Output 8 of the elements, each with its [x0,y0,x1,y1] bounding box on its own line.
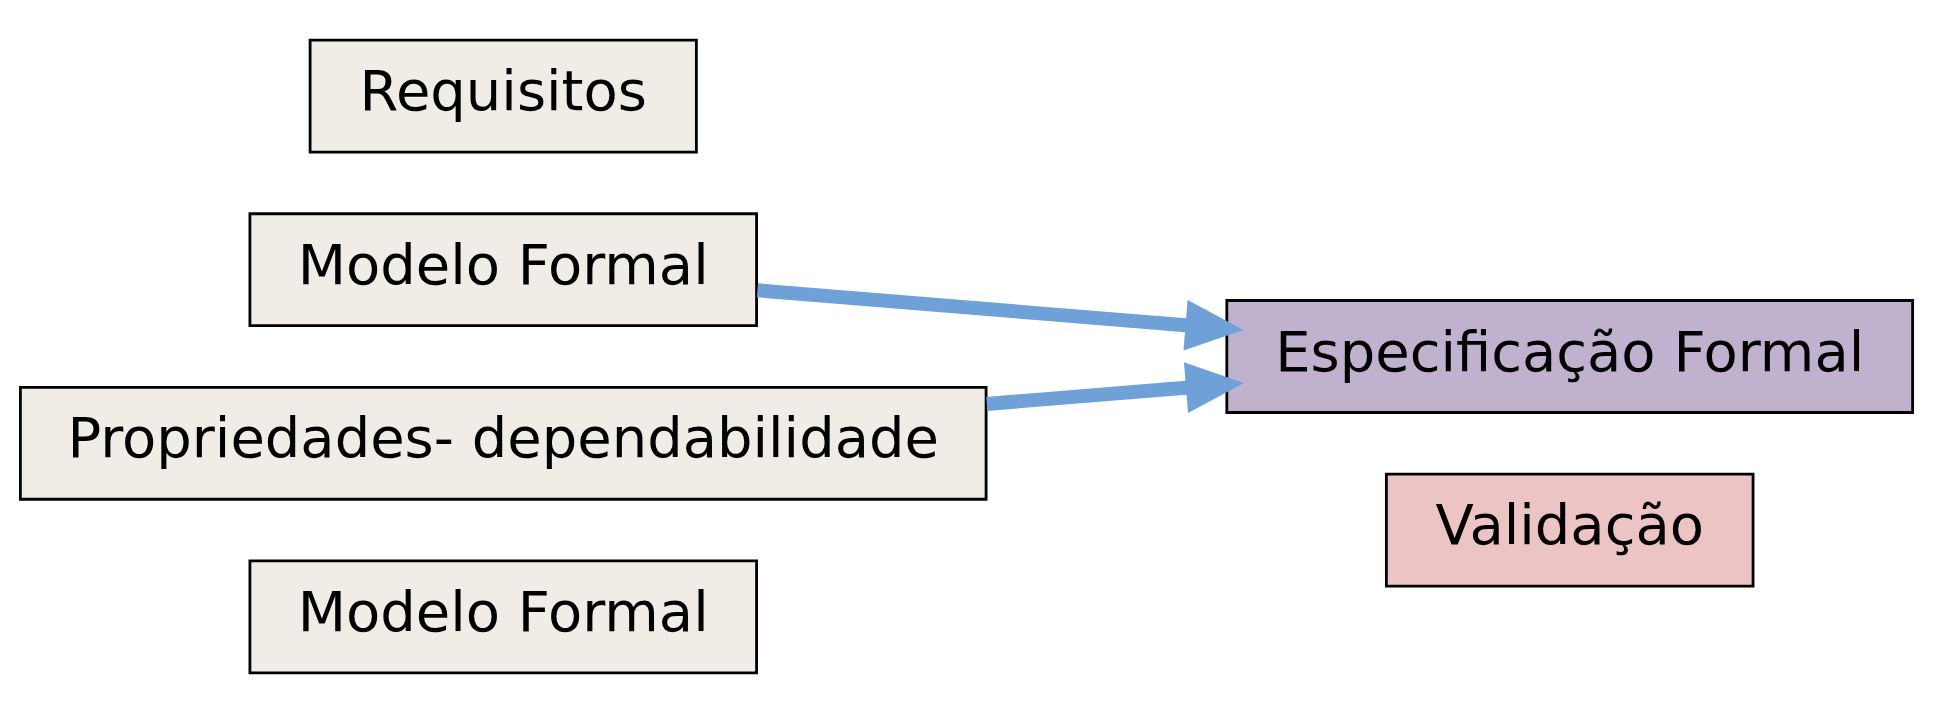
arrow [756,282,1244,351]
node-box: Propriedades- dependabilidade [19,385,988,501]
node-box: Validação [1384,472,1755,587]
arrow [986,361,1244,413]
node-box: Modelo Formal [248,211,758,327]
node-box: Requisitos [308,38,698,154]
node-box: Modelo Formal [248,558,758,674]
node-box: Especificação Formal [1225,298,1914,414]
